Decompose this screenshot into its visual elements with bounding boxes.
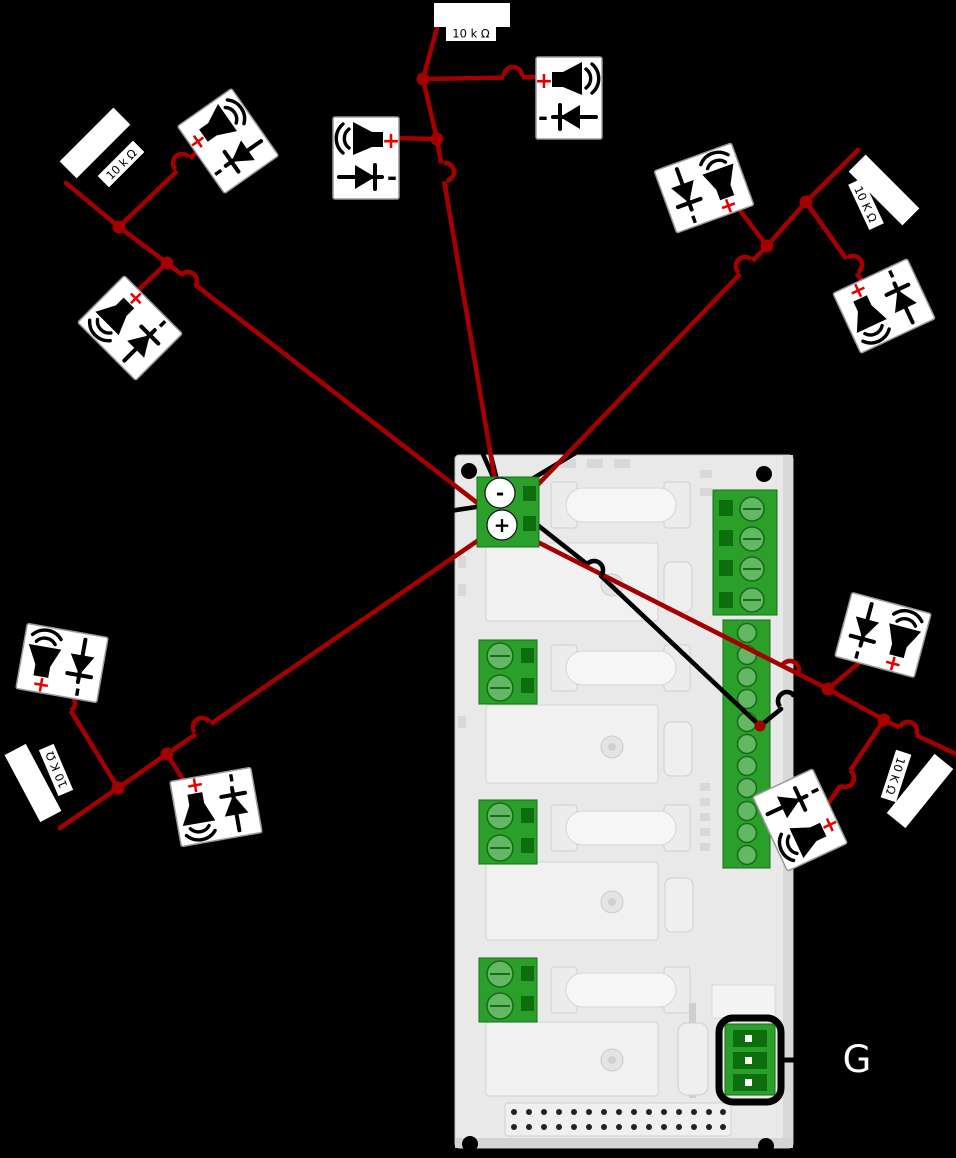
speaker-device-2: + - <box>331 115 401 201</box>
capacitors <box>663 561 709 1098</box>
fuse-1 <box>550 481 691 529</box>
junction-dots <box>111 72 891 795</box>
resistor-label: 10 k Ω <box>452 27 490 41</box>
minus-mark: - <box>538 103 548 131</box>
speaker-device-1: + - <box>534 55 604 141</box>
component-box <box>711 984 776 1019</box>
plus-mark: + <box>181 774 209 796</box>
fuse-2 <box>550 644 691 692</box>
minus-mark: - <box>62 685 91 700</box>
input-terminal-2 <box>478 639 538 705</box>
output-terminal-block <box>712 489 778 616</box>
plus-mark: + <box>27 674 55 696</box>
control-board <box>454 454 794 1154</box>
relay-2 <box>485 704 659 784</box>
mount-hole-bottom-right <box>758 1138 774 1154</box>
relays <box>485 542 659 1097</box>
speaker-device-6: + - <box>830 256 938 356</box>
fuse-4 <box>550 966 691 1014</box>
ground-label: G <box>843 1038 872 1081</box>
mount-hole-bottom-left <box>462 1136 478 1152</box>
eol-resistor-upper-right: 10 K Ω <box>848 154 920 231</box>
minus-mark: - <box>216 771 245 786</box>
ground-connector <box>724 1023 776 1096</box>
speaker-device-3: + - <box>175 86 281 196</box>
terminal-strip <box>722 619 771 869</box>
speaker-device-4: + - <box>78 275 184 381</box>
eol-resistor-lower-right: 10 K Ω <box>880 749 954 829</box>
input-terminal-4 <box>478 957 538 1023</box>
strip-connection-dot <box>754 720 766 732</box>
plus-terminal-label: + <box>494 513 511 537</box>
minus-terminal-label: - <box>496 481 504 505</box>
plus-terminal <box>486 509 518 541</box>
eol-resistor-lower-left: 10 K Ω <box>4 743 74 823</box>
fuse-3 <box>550 804 691 852</box>
eol-resistor-top: 10 k Ω <box>434 3 510 41</box>
resistor-label: 10 k Ω <box>103 146 139 182</box>
speaker-device-9: + - <box>832 590 934 680</box>
minus-mark: - <box>387 163 397 191</box>
pin-header <box>504 1102 732 1137</box>
mount-hole-top-right <box>756 466 772 482</box>
minus-terminal <box>484 477 516 509</box>
nac-terminal-block: - + <box>476 476 540 548</box>
plus-mark: + <box>535 69 553 94</box>
relay-4 <box>485 1021 659 1097</box>
eol-resistor-upper-left: 10 k Ω <box>59 107 145 188</box>
board-bottom-shade <box>455 1138 793 1148</box>
relay-3 <box>485 861 659 941</box>
input-terminal-3 <box>478 799 538 865</box>
fuses <box>550 481 691 1014</box>
speaker-device-7: + - <box>13 621 111 705</box>
header-pins <box>511 1109 726 1130</box>
speaker-device-5: + - <box>652 140 756 236</box>
ground-callout: G <box>715 1014 872 1106</box>
speaker-device-8: + - <box>167 765 265 849</box>
mount-hole-top-left <box>461 463 477 479</box>
plus-mark: + <box>382 129 400 154</box>
